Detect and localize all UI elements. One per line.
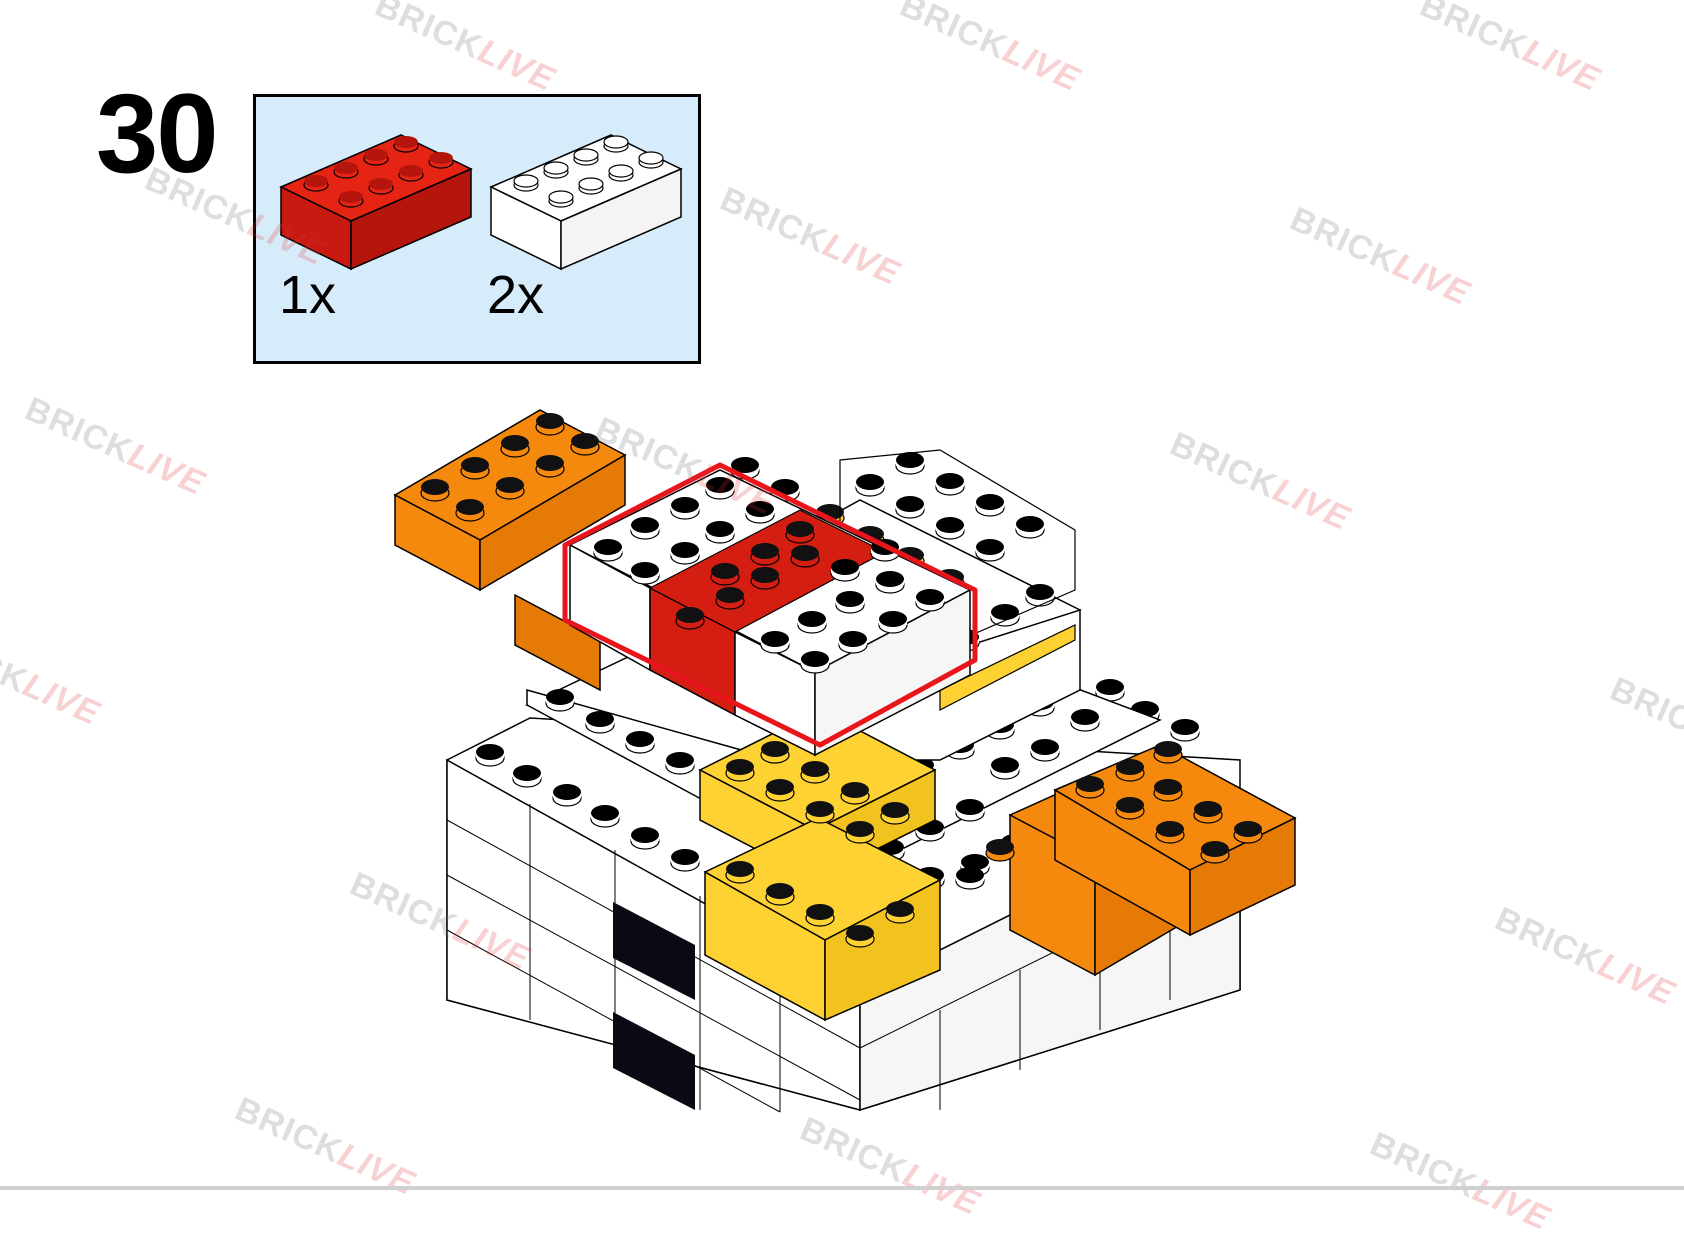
orange-brick-left bbox=[393, 409, 627, 692]
highlight-outline bbox=[562, 462, 978, 748]
parts-illustration bbox=[279, 134, 683, 271]
white-brick-icon bbox=[489, 134, 683, 271]
new-bricks-assembly bbox=[562, 462, 978, 757]
black-stripe bbox=[613, 1012, 695, 1110]
bottom-divider bbox=[0, 1186, 1684, 1190]
build-illustration bbox=[393, 409, 1297, 1113]
step-number: 30 bbox=[96, 71, 219, 196]
black-stripe bbox=[613, 902, 695, 1000]
part-quantity-white: 2x bbox=[487, 265, 545, 325]
red-brick-icon bbox=[279, 134, 473, 271]
orange-brick-right bbox=[985, 740, 1297, 977]
part-quantity-red: 1x bbox=[279, 265, 337, 325]
yellow-bricks bbox=[698, 709, 942, 1022]
parts-callout bbox=[253, 94, 701, 364]
